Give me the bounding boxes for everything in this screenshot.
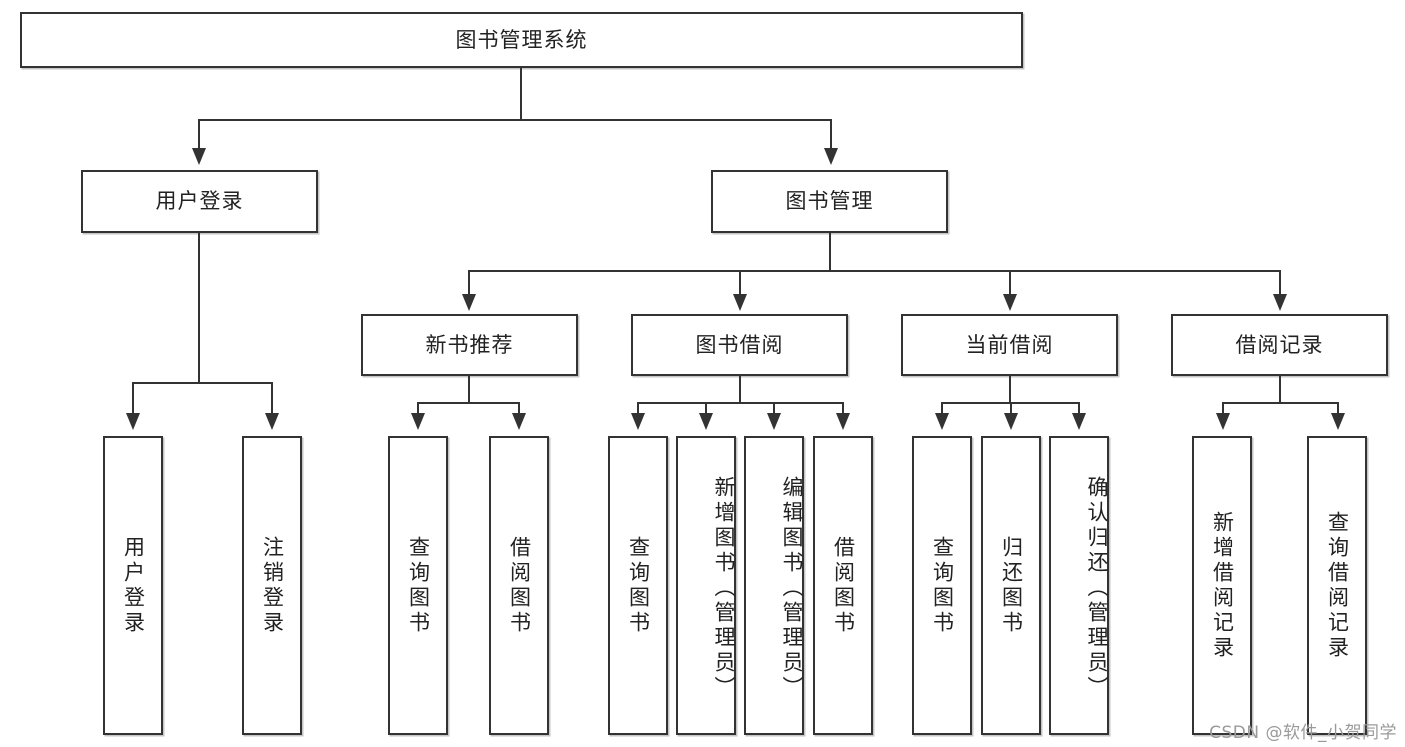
leaf-currentborrow-query-book[interactable]: 查询图书 [912,436,972,735]
node-new-book-recommend[interactable]: 新书推荐 [361,314,578,376]
connector-book-manage-stem [829,233,831,271]
connector-borrow-record-stem [1279,376,1281,403]
connector-drop-borrow-record [1279,270,1281,295]
connector-drop-leaf-cb-2 [1010,402,1012,414]
connector-drop-current-borrow [1009,270,1011,295]
arrow-to-leaf-bb-4 [836,413,850,430]
csdn-watermark: CSDN @软件_小贺同学 [1209,723,1397,743]
leaf-borrowrecord-add-record[interactable]: 新增借阅记录 [1192,436,1252,735]
arrow-to-leaf-bb-1 [631,413,645,430]
arrow-to-current-borrow [1003,294,1017,311]
connector-drop-leaf-bb-2 [705,402,707,414]
node-user-login[interactable]: 用户登录 [81,170,318,233]
node-book-management[interactable]: 图书管理 [711,170,948,233]
leaf-user-login-logout[interactable]: 注销登录 [242,436,302,735]
connector-root-bus [198,119,832,121]
connector-drop-leaf-newbook-2 [518,402,520,414]
connector-book-borrow-stem [739,376,741,403]
arrow-to-leaf-user-login-2 [265,413,279,430]
arrow-to-leaf-cb-1 [935,413,949,430]
connector-drop-leaf-newbook-1 [417,402,419,414]
node-book-borrow[interactable]: 图书借阅 [631,314,848,376]
connector-drop-leaf-br-2 [1337,402,1339,414]
connector-drop-leaf-bb-4 [842,402,844,414]
leaf-bookborrow-query-book[interactable]: 查询图书 [608,436,668,735]
connector-drop-leaf-bb-1 [637,402,639,414]
node-current-borrow[interactable]: 当前借阅 [901,314,1118,376]
connector-drop-book-manage [830,119,832,149]
arrow-to-leaf-newbook-2 [512,413,526,430]
arrow-to-leaf-newbook-1 [411,413,425,430]
leaf-newbook-borrow-book[interactable]: 借阅图书 [489,436,549,735]
leaf-user-login-login[interactable]: 用户登录 [103,436,163,735]
leaf-currentborrow-confirm-return-admin[interactable]: 确认归还（管理员） [1049,436,1109,735]
connector-new-book-stem [468,376,470,403]
leaf-bookborrow-add-book-admin[interactable]: 新增图书（管理员） [676,436,736,735]
leaf-bookborrow-edit-book-admin[interactable]: 编辑图书（管理员） [744,436,804,735]
connector-root-stem [520,68,522,120]
connector-user-login-stem [198,233,200,383]
connector-drop-leaf-br-1 [1222,402,1224,414]
arrow-to-leaf-br-2 [1331,413,1345,430]
connector-drop-new-book-recommend [468,270,470,295]
connector-drop-book-borrow [739,270,741,295]
connector-user-login-bus [132,382,272,384]
arrow-to-leaf-bb-3 [767,413,781,430]
arrow-to-book-borrow [733,294,747,311]
arrow-to-user-login [192,148,206,165]
connector-drop-leaf-user-login-1 [132,382,134,414]
connector-level3-bus [468,270,1280,272]
connector-book-borrow-bus [637,402,844,404]
leaf-newbook-query-book[interactable]: 查询图书 [388,436,448,735]
arrow-to-leaf-cb-3 [1072,413,1086,430]
arrow-to-leaf-user-login-1 [126,413,140,430]
arrow-to-new-book-recommend [462,294,476,311]
leaf-bookborrow-borrow-book[interactable]: 借阅图书 [813,436,873,735]
connector-drop-leaf-cb-3 [1078,402,1080,414]
connector-borrow-record-bus [1222,402,1339,404]
connector-drop-user-login [198,119,200,149]
arrow-to-book-manage [824,148,838,165]
arrow-to-leaf-br-1 [1216,413,1230,430]
arrow-to-leaf-cb-2 [1004,413,1018,430]
connector-drop-leaf-cb-1 [941,402,943,414]
connector-drop-leaf-bb-3 [773,402,775,414]
arrow-to-leaf-bb-2 [699,413,713,430]
leaf-borrowrecord-query-record[interactable]: 查询借阅记录 [1307,436,1367,735]
connector-new-book-bus [417,402,520,404]
arrow-to-borrow-record [1273,294,1287,311]
leaf-currentborrow-return-book[interactable]: 归还图书 [981,436,1041,735]
node-borrow-record[interactable]: 借阅记录 [1171,314,1388,376]
node-root-book-management-system[interactable]: 图书管理系统 [20,12,1023,68]
connector-drop-leaf-user-login-2 [271,382,273,414]
connector-current-borrow-stem [1009,376,1011,403]
